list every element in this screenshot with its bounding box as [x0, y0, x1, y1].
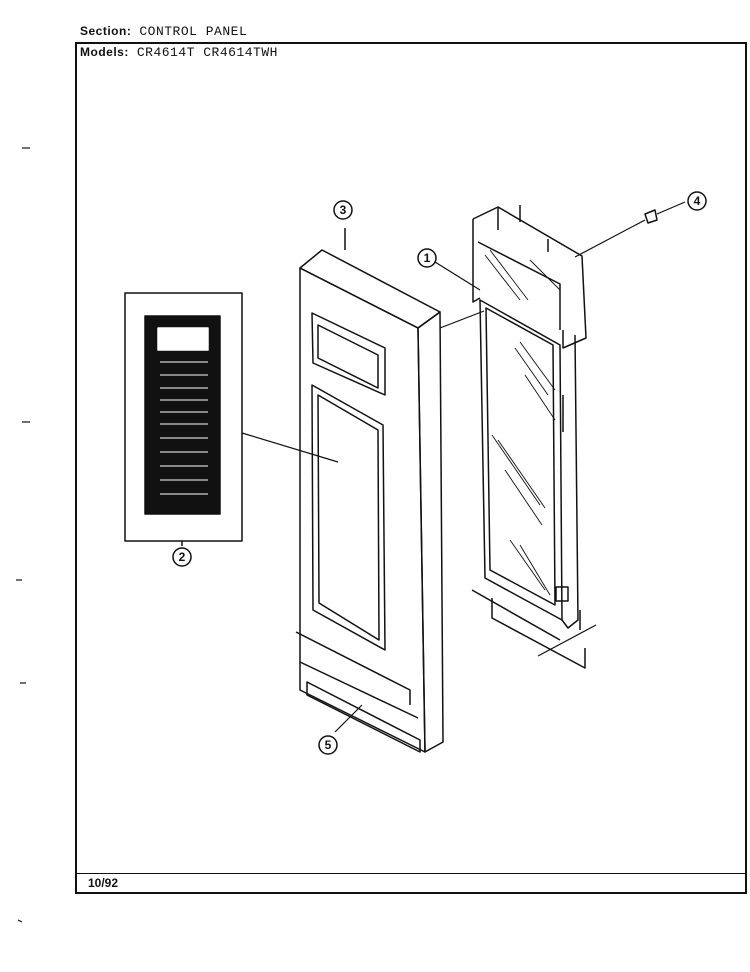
board-shading: [484, 249, 561, 596]
control-board-part: [471, 205, 587, 669]
front-panel-part: [295, 228, 444, 753]
trim-leader-line: [334, 704, 363, 733]
margin-marks: [16, 147, 30, 923]
control-overlay-part: [124, 292, 243, 546]
diagram-frame: [75, 42, 747, 894]
overlay-leader-line: [241, 432, 339, 463]
callout-1-leader: [434, 261, 481, 291]
callout-1-number: 1: [424, 251, 431, 265]
revision-date: 10/92: [88, 876, 119, 890]
section-value: CONTROL PANEL: [139, 24, 248, 39]
callout-3-number: 3: [340, 203, 347, 217]
board-leader-line: [439, 310, 485, 329]
footer-divider: [75, 873, 747, 874]
models-value: CR4614T CR4614TWH: [136, 45, 278, 60]
section-label: Section:: [80, 24, 132, 38]
keypad-rows: [160, 361, 208, 495]
models-header: Models: CR4614T CR4614TWH: [80, 45, 278, 60]
models-label: Models:: [80, 45, 129, 59]
callout-5-number: 5: [325, 738, 332, 752]
section-header: Section: CONTROL PANEL: [80, 24, 247, 39]
callout-circles: [172, 191, 707, 755]
callout-4-number: 4: [694, 194, 701, 208]
lower-leader-line: [537, 624, 597, 657]
screw-part: [574, 201, 686, 258]
callout-2-number: 2: [179, 550, 186, 564]
